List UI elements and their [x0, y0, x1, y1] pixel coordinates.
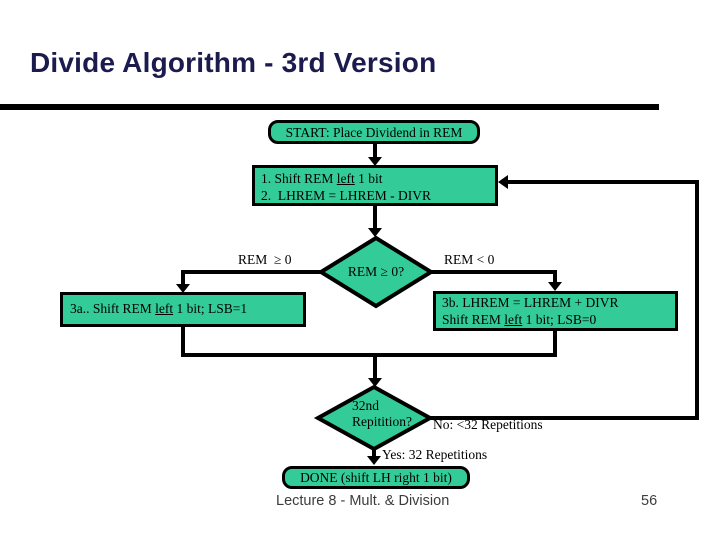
flow-node-step: 1. Shift REM left 1 bit 2. LHREM = LHREM… — [252, 165, 498, 206]
connector-no-loop — [430, 180, 699, 420]
connector-decision1-yes — [181, 270, 321, 285]
flow-node-3b: 3b. LHREM = LHREM + DIVR Shift REM left … — [433, 291, 678, 331]
arrowhead-decision1-yes — [176, 284, 190, 293]
flow-node-done: DONE (shift LH right 1 bit) — [282, 466, 470, 489]
box3b-line-1: 3b. LHREM = LHREM + DIVR — [442, 295, 619, 310]
footer-lecture-title: Lecture 8 - Mult. & Division — [276, 493, 450, 509]
arrowhead-start-to-step — [368, 157, 382, 166]
decision1-diamond — [317, 235, 435, 309]
box3b-line-2: Shift REM left 1 bit; LSB=0 — [442, 311, 675, 328]
box3b-line-2-post: 1 bit; LSB=0 — [522, 312, 597, 327]
slide-title: Divide Algorithm - 3rd Version — [30, 47, 437, 78]
decision2-no-label: No: <32 Repetitions — [433, 417, 543, 432]
title-rule — [0, 104, 659, 110]
step-line-1-underlined: left — [336, 171, 355, 186]
flow-node-start: START: Place Dividend in REM — [268, 120, 480, 144]
arrowhead-step-to-decision1 — [368, 228, 382, 237]
box3a-post: 1 bit; LSB=1 — [173, 301, 248, 316]
arrowhead-merge-to-decision2 — [368, 378, 382, 387]
box3b-line-2-underlined: left — [504, 312, 523, 327]
start-label: START: Place Dividend in REM — [285, 124, 463, 140]
arrowhead-decision2-to-done — [367, 456, 381, 465]
decision1-label: REM ≥ 0? — [347, 264, 405, 279]
box3a-pre: 3a.. Shift REM — [70, 301, 156, 316]
decision1-no-label: REM < 0 — [444, 252, 495, 267]
connector-merge — [181, 325, 557, 357]
arrowhead-decision1-no — [548, 282, 562, 291]
flow-node-3a: 3a.. Shift REM left 1 bit; LSB=1 — [60, 292, 306, 327]
done-label: DONE (shift LH right 1 bit) — [300, 470, 452, 485]
decision1-yes-label: REM ≥ 0 — [238, 252, 292, 267]
step-line-1-post: 1 bit — [354, 171, 383, 186]
decision2-yes-label: Yes: 32 Repetitions — [382, 447, 488, 462]
step-line-1-pre: 1. Shift REM — [261, 171, 337, 186]
footer-page-number: 56 — [641, 493, 658, 509]
arrowhead-loop-to-step — [498, 175, 508, 189]
box3b-line-2-pre: Shift REM — [442, 312, 505, 327]
connector-decision1-no — [431, 270, 557, 283]
decision2-diamond — [313, 384, 435, 452]
step-line-1: 1. Shift REM left 1 bit — [261, 170, 495, 187]
box3a-underlined: left — [155, 301, 174, 316]
decision2-label: 32nd Repitition? — [352, 398, 412, 429]
step-line-2: 2. LHREM = LHREM - DIVR — [261, 188, 431, 203]
